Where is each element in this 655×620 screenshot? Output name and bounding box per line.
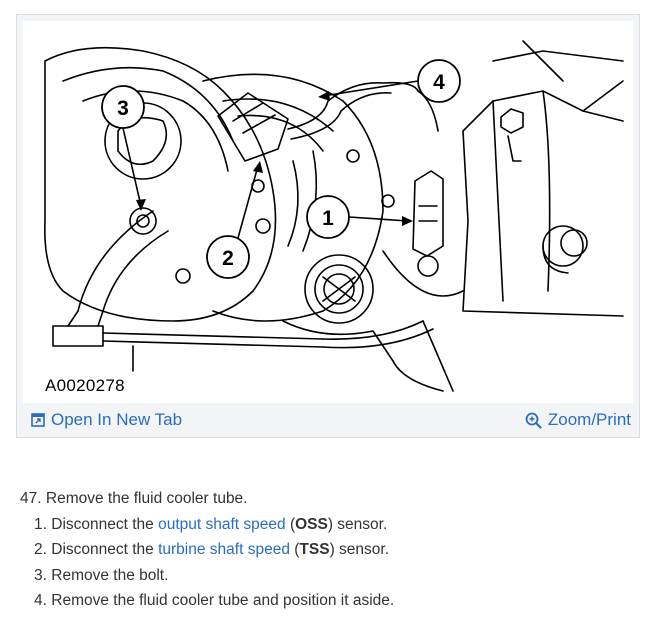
turbine-shaft-speed-link[interactable]: turbine shaft speed <box>158 541 290 558</box>
transmission-diagram-image: 3 2 1 4 A0020278 <box>23 21 633 403</box>
figure-toolbar: Open In New Tab Zoom/Print <box>17 403 639 437</box>
substep-list: 1. Disconnect the output shaft speed (OS… <box>20 512 394 614</box>
substep-number: 3. <box>34 566 47 584</box>
open-in-new-tab-icon <box>31 413 45 427</box>
substep-item: 2. Disconnect the turbine shaft speed (T… <box>34 537 394 563</box>
step-heading: 47. Remove the fluid cooler tube. <box>20 486 394 512</box>
transmission-line-drawing: 3 2 1 4 <box>44 40 624 392</box>
substep-number: 1. <box>34 515 47 533</box>
substep-item: 3. Remove the bolt. <box>34 563 394 589</box>
step-number: 47. <box>20 490 42 507</box>
substep-text: Remove the bolt. <box>51 566 169 584</box>
figure-card: 3 2 1 4 A0020278 Open In New Tab <box>16 14 640 438</box>
callout-label: 2 <box>222 247 234 270</box>
substep-item: 1. Disconnect the output shaft speed (OS… <box>34 512 394 538</box>
figure-id-label: A0020278 <box>45 376 125 395</box>
substep-number: 4. <box>34 592 47 609</box>
zoom-icon <box>525 412 542 429</box>
callout-label: 3 <box>117 97 129 120</box>
substep-text: Disconnect the <box>51 515 159 533</box>
callout-label: 4 <box>433 71 445 94</box>
output-shaft-speed-link[interactable]: output shaft speed <box>158 515 286 533</box>
abbreviation: OSS <box>295 515 328 533</box>
callout-label: 1 <box>322 207 334 230</box>
abbreviation: TSS <box>299 541 330 558</box>
substep-item: 4. Remove the fluid cooler tube and posi… <box>34 588 394 614</box>
zoom-print-label: Zoom/Print <box>547 410 631 429</box>
substep-number: 2. <box>34 541 47 558</box>
step-title: Remove the fluid cooler tube. <box>45 490 248 507</box>
procedure-step: 47. Remove the fluid cooler tube. 1. Dis… <box>20 486 394 614</box>
zoom-print-link[interactable]: Zoom/Print <box>525 410 631 430</box>
open-in-new-tab-link[interactable]: Open In New Tab <box>31 410 182 430</box>
substep-text: Disconnect the <box>51 541 159 558</box>
substep-text: ) sensor. <box>329 541 390 558</box>
open-in-new-tab-label: Open In New Tab <box>51 410 183 429</box>
substep-text: ( <box>289 541 300 558</box>
substep-text: ) sensor. <box>327 515 388 533</box>
substep-text: Remove the fluid cooler tube and positio… <box>51 592 395 609</box>
substep-text: ( <box>285 515 296 533</box>
